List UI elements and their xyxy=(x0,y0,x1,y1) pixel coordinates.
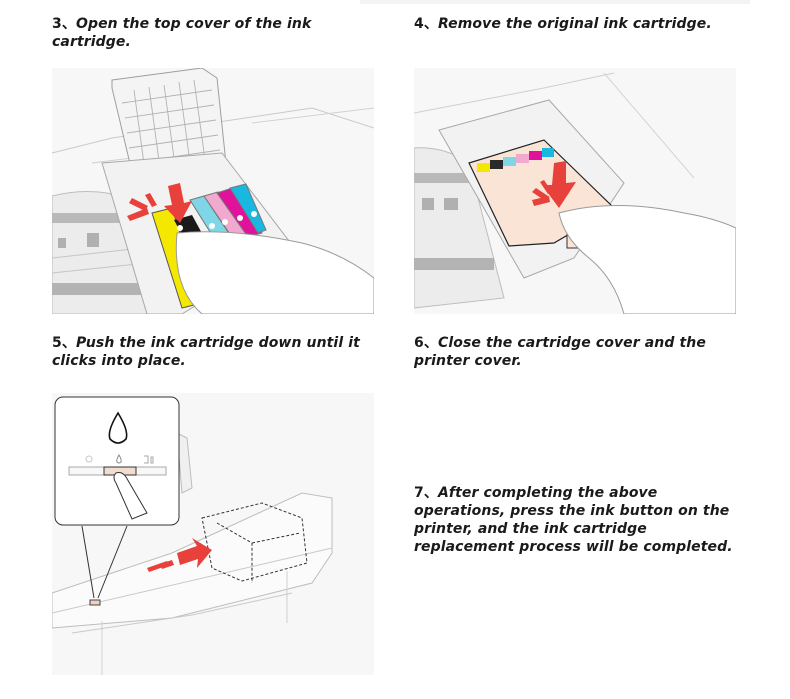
step-4-text: Remove the original ink cartridge. xyxy=(437,16,712,32)
press-arrow-icon xyxy=(532,161,576,208)
step-6-number: 6、 xyxy=(414,335,438,351)
step-6-text: Close the cartridge cover and the printe… xyxy=(414,335,706,369)
step-4-illustration xyxy=(414,68,736,314)
previous-section-edge xyxy=(360,0,750,4)
ink-drop-small-icon xyxy=(116,454,122,464)
step-3-illustration xyxy=(52,68,374,314)
ink-drop-icon xyxy=(108,411,128,444)
push-arrow-icon xyxy=(147,538,212,572)
finger-icon xyxy=(113,472,148,520)
step-5-number: 5、 xyxy=(52,335,76,351)
step-4-number: 4、 xyxy=(414,16,438,32)
step-3-svg xyxy=(52,68,374,314)
step-5-illustration xyxy=(52,393,374,675)
press-arrow-icon xyxy=(127,183,192,223)
callout-pointer xyxy=(81,525,128,599)
color-strip xyxy=(477,148,554,172)
step-7-text: After completing the above operations, p… xyxy=(414,485,733,555)
step-6-caption: 6、Close the cartridge cover and the prin… xyxy=(414,334,724,370)
step-5-caption: 5、Push the ink cartridge down until it c… xyxy=(52,334,382,370)
step-3-caption: 3、Open the top cover of the ink cartridg… xyxy=(52,15,392,51)
step-4-caption: 4、Remove the original ink cartridge. xyxy=(414,15,754,33)
paper-icon xyxy=(144,455,154,464)
ink-button-indicator xyxy=(89,599,101,606)
step-3-text: Open the top cover of the ink cartridge. xyxy=(52,16,312,50)
step-7-number: 7、 xyxy=(414,485,438,501)
step-5-svg xyxy=(52,393,374,675)
hand-icon xyxy=(558,205,736,314)
step-3-number: 3、 xyxy=(52,16,76,32)
cartridge-cyan xyxy=(229,183,267,234)
hand-icon xyxy=(175,231,374,314)
step-7-caption: 7、After completing the above operations,… xyxy=(414,484,734,556)
power-icon xyxy=(85,455,93,463)
step-5-text: Push the ink cartridge down until it cli… xyxy=(52,335,360,369)
cover-outline xyxy=(201,502,308,583)
step-4-svg xyxy=(414,68,736,314)
cartridge-magenta xyxy=(216,187,263,238)
cover-grid xyxy=(121,79,221,187)
